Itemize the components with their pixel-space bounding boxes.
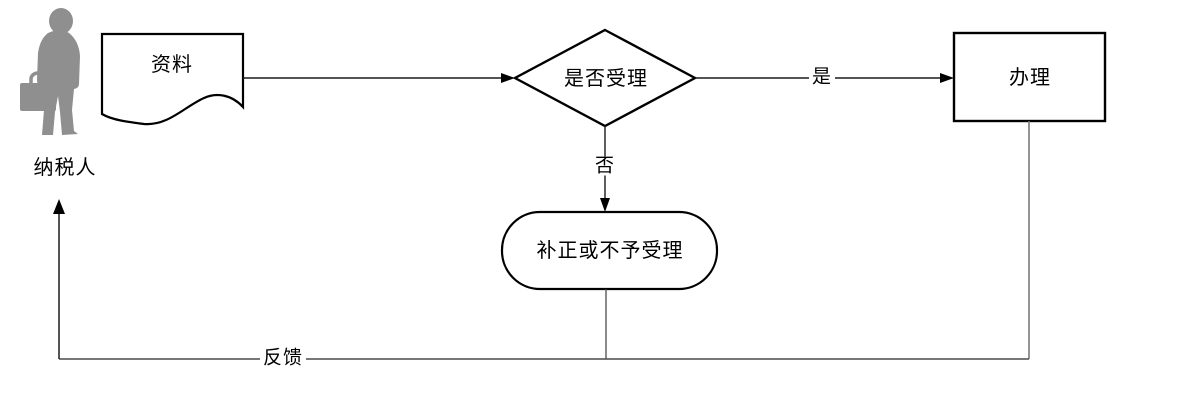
actor-label-taxpayer: 纳税人 — [33, 155, 97, 179]
edge-label-yes: 是 — [808, 67, 836, 87]
correction-stadium-shape — [500, 210, 719, 291]
edge-materials-to-decision — [243, 73, 515, 83]
document-shape — [100, 32, 245, 126]
edge-label-no: 否 — [591, 156, 619, 176]
edge-label-feedback: 反馈 — [259, 348, 307, 368]
process-rectangle-shape — [952, 31, 1107, 123]
node-label-decision: 是否受理 — [564, 66, 648, 90]
node-label-materials: 资料 — [151, 52, 193, 76]
edge-feedback-to-taxpayer — [53, 199, 65, 359]
node-label-process: 办理 — [1009, 65, 1051, 89]
arrowhead-up-icon — [53, 199, 65, 214]
node-label-correction: 补正或不予受理 — [536, 238, 684, 262]
arrowhead-right-icon — [940, 73, 954, 83]
arrowhead-down-icon — [600, 198, 610, 212]
taxpayer-icon — [20, 8, 80, 135]
arrowhead-right-icon — [501, 73, 515, 83]
